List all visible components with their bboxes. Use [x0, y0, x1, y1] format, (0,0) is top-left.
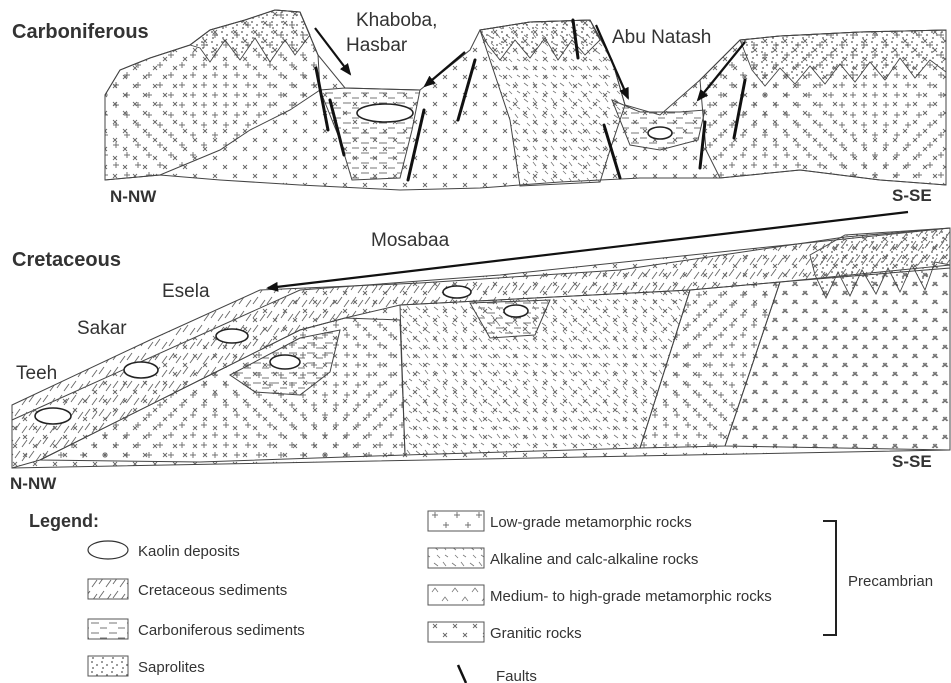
cretaceous-title: Cretaceous: [12, 249, 121, 271]
legend-symbol-lowgrade: [428, 511, 484, 531]
legend-label: Alkaline and calc-alkaline rocks: [490, 551, 698, 568]
locality-label: Hasbar: [346, 35, 408, 56]
kaolin-deposit-khaboba: [357, 104, 413, 122]
cretaceous-section: [12, 212, 950, 468]
kaolin-deposit-central: [504, 305, 528, 317]
legend-symbol-highgrade: [428, 585, 484, 605]
legend-label: Carboniferous sediments: [138, 622, 305, 639]
kaolin-deposit-esela: [216, 329, 248, 343]
locality-label: Esela: [162, 281, 210, 302]
legend-symbol-alkaline: [428, 548, 484, 568]
legend-label: Low-grade metamorphic rocks: [490, 514, 692, 531]
cretaceous-right-direction: S-SE: [892, 452, 932, 471]
legend-title: Legend:: [29, 511, 99, 531]
kaolin-deposit-teeh: [35, 408, 71, 424]
carboniferous-section: [105, 10, 946, 190]
precambrian-label: Precambrian: [848, 573, 933, 590]
legend-symbol-fault: [458, 665, 466, 683]
legend-label: Saprolites: [138, 659, 205, 676]
legend-label: Kaolin deposits: [138, 543, 240, 560]
kaolin-deposit-abu-natash: [648, 127, 672, 139]
legend-label: Granitic rocks: [490, 625, 582, 642]
locality-label: Sakar: [77, 318, 127, 339]
precambrian-bracket: [823, 521, 836, 635]
legend-symbol-kaolin: [88, 541, 128, 559]
legend-symbol-granitic: [428, 622, 484, 642]
transport-label: Mosabaa: [371, 230, 450, 251]
legend-symbol-cretaceous-sediments: [88, 579, 128, 599]
locality-label: Abu Natash: [612, 27, 711, 48]
legend-label: Cretaceous sediments: [138, 582, 287, 599]
legend: Legend: Kaolin deposits Cretaceous sedim…: [29, 511, 933, 683]
legend-symbol-saprolites: [88, 656, 128, 676]
kaolin-deposit-remnant: [270, 355, 300, 369]
legend-symbol-carboniferous-sediments: [88, 619, 128, 639]
carboniferous-title: Carboniferous: [12, 21, 149, 43]
kaolin-deposit-mosabaa: [443, 286, 471, 298]
kaolin-deposit-sakar: [124, 362, 158, 378]
carboniferous-left-direction: N-NW: [110, 187, 157, 206]
carboniferous-right-direction: S-SE: [892, 186, 932, 205]
legend-label: Medium- to high-grade metamorphic rocks: [490, 588, 772, 605]
cretaceous-left-direction: N-NW: [10, 474, 57, 493]
locality-label: Teeh: [16, 363, 57, 384]
legend-label: Faults: [496, 668, 537, 683]
locality-label: Khaboba,: [356, 10, 437, 31]
